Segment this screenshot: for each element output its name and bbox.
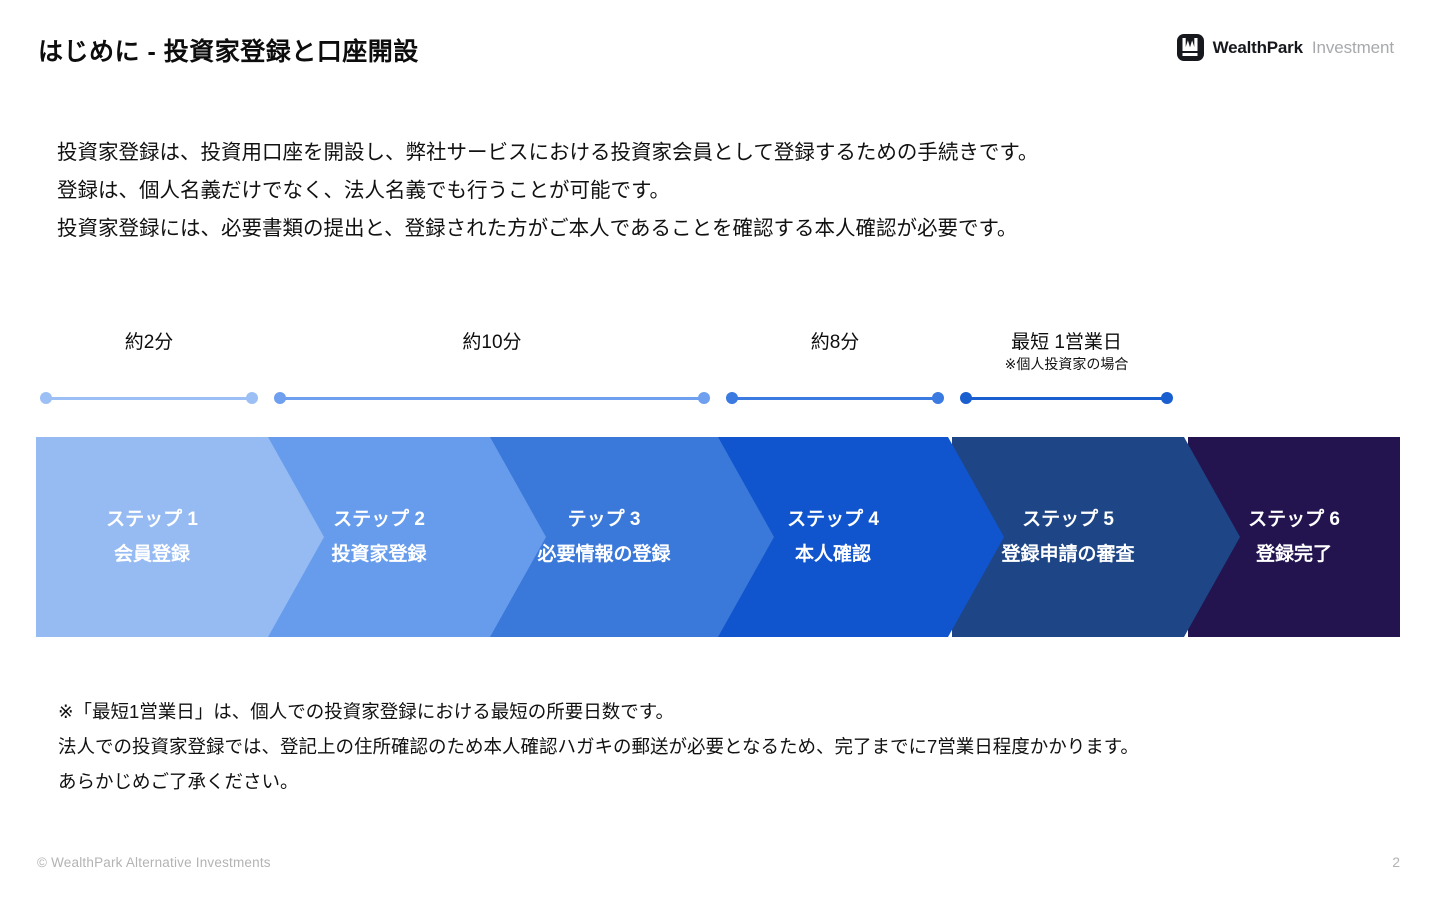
brand-subname: Investment [1311, 37, 1394, 57]
step-number-label: ステップ 4 [787, 509, 879, 530]
step-flow: ステップ 1 会員登録 ステップ 2 投資家登録 テップ 3 必要情報の登録 ステップ 4 本… [0, 437, 1440, 637]
timeline-endpoint-dot [932, 392, 944, 404]
timeline-endpoint-dot [726, 392, 738, 404]
footnote-line-2: 法人での投資家登録では、登記上の住所確認のため本人確認ハガキの郵送が必要となるた… [58, 736, 1139, 757]
mountain-glyph-icon [1182, 38, 1198, 51]
step-shape [36, 437, 324, 637]
wealthpark-logo-icon [1176, 34, 1204, 61]
step-label-group: ステップ 2 投資家登録 [268, 502, 490, 572]
timeline-endpoint-dot [274, 392, 286, 404]
page-title: はじめに - 投資家登録と口座開設 [38, 38, 419, 66]
timeline-segment-4: 最短 1営業日 ※個人投資家の場合 [960, 330, 1173, 404]
step-chevron-1[interactable]: ステップ 1 会員登録 [36, 437, 324, 637]
timeline-duration-note: ※個人投資家の場合 [1004, 356, 1129, 372]
timeline-endpoint-dot [960, 392, 972, 404]
footnote-line-3: あらかじめご了承ください。 [58, 771, 299, 792]
intro-line-2: 登録は、個人名義だけでなく、法人名義でも行うことが可能です。 [57, 179, 670, 202]
timeline-endpoint-dot [40, 392, 52, 404]
footer-copyright: © WealthPark Alternative Investments [37, 855, 271, 870]
step-label-group: ステップ 6 登録完了 [1188, 502, 1400, 572]
step-chevron-2[interactable]: ステップ 2 投資家登録 [268, 437, 546, 637]
step-chevron-4[interactable]: ステップ 4 本人確認 [718, 437, 1004, 637]
step-number-label: ステップ 2 [333, 509, 425, 530]
timeline-endpoint-dot [246, 392, 258, 404]
step-chevron-6[interactable]: ステップ 6 登録完了 [1188, 437, 1400, 637]
timeline-bar-line [280, 396, 704, 400]
timeline-endpoint-dot [1161, 392, 1173, 404]
timeline-segment-2: 約10分 [274, 330, 710, 404]
brand-name: WealthPark [1212, 37, 1303, 57]
timeline-bar [274, 392, 710, 404]
timeline-segment-3: 約8分 [726, 330, 944, 404]
timeline-duration-label: 最短 1営業日 [1011, 332, 1122, 353]
step-number-label: ステップ 6 [1248, 509, 1340, 530]
timeline-bar [960, 392, 1173, 404]
intro-paragraph: 投資家登録は、投資用口座を開設し、弊社サービスにおける投資家会員として登録するた… [57, 134, 1307, 248]
timeline-duration-label: 約8分 [810, 332, 860, 353]
step-chevron-5[interactable]: ステップ 5 登録申請の審査 [952, 437, 1240, 637]
brand-logo: WealthPark Investment [1176, 34, 1394, 61]
logo-bar-icon [1182, 53, 1198, 56]
timeline-bar-line [732, 396, 938, 400]
footer-page-number: 2 [1392, 854, 1400, 870]
timeline-bar-line [966, 396, 1167, 400]
step-number-label: テップ 3 [567, 509, 641, 530]
step-shape [952, 437, 1240, 637]
step-title-label: 登録申請の審査 [1001, 544, 1135, 565]
timeline-endpoint-dot [698, 392, 710, 404]
intro-line-1: 投資家登録は、投資用口座を開設し、弊社サービスにおける投資家会員として登録するた… [57, 141, 1039, 164]
step-shape [490, 437, 774, 637]
intro-line-3: 投資家登録には、必要書類の提出と、登録された方がご本人であることを確認する本人確… [57, 217, 1018, 240]
step-title-label: 本人確認 [794, 544, 871, 565]
step-title-label: 投資家登録 [331, 544, 427, 565]
step-label-group: ステップ 1 会員登録 [36, 502, 268, 572]
step-label-group: ステップ 5 登録申請の審査 [952, 502, 1184, 572]
step-shape [718, 437, 1004, 637]
timeline-duration-label: 約10分 [462, 332, 522, 353]
step-title-label: 必要情報の登録 [537, 544, 671, 565]
timeline-duration-label: 約2分 [124, 332, 174, 353]
step-shape [268, 437, 546, 637]
duration-timeline: 約2分 約10分 約8分 最短 1営業日 ※個人投資家の場合 [0, 330, 1440, 410]
step-shape [1188, 437, 1400, 637]
step-label-group: ステップ 4 本人確認 [718, 502, 948, 572]
step-label-group: テップ 3 必要情報の登録 [490, 502, 718, 572]
timeline-segment-1: 約2分 [40, 330, 258, 404]
step-number-label: ステップ 5 [1022, 509, 1114, 530]
footnote-block: ※「最短1営業日」は、個人での投資家登録における最短の所要日数です。 法人での投… [58, 694, 1338, 799]
step-title-label: 会員登録 [113, 544, 190, 565]
step-title-label: 登録完了 [1255, 544, 1332, 565]
footnote-line-1: ※「最短1営業日」は、個人での投資家登録における最短の所要日数です。 [58, 701, 674, 722]
timeline-bar [726, 392, 944, 404]
timeline-bar [40, 392, 258, 404]
timeline-bar-line [46, 396, 252, 400]
step-number-label: ステップ 1 [106, 509, 198, 530]
step-chevron-3[interactable]: テップ 3 必要情報の登録 [490, 437, 774, 637]
